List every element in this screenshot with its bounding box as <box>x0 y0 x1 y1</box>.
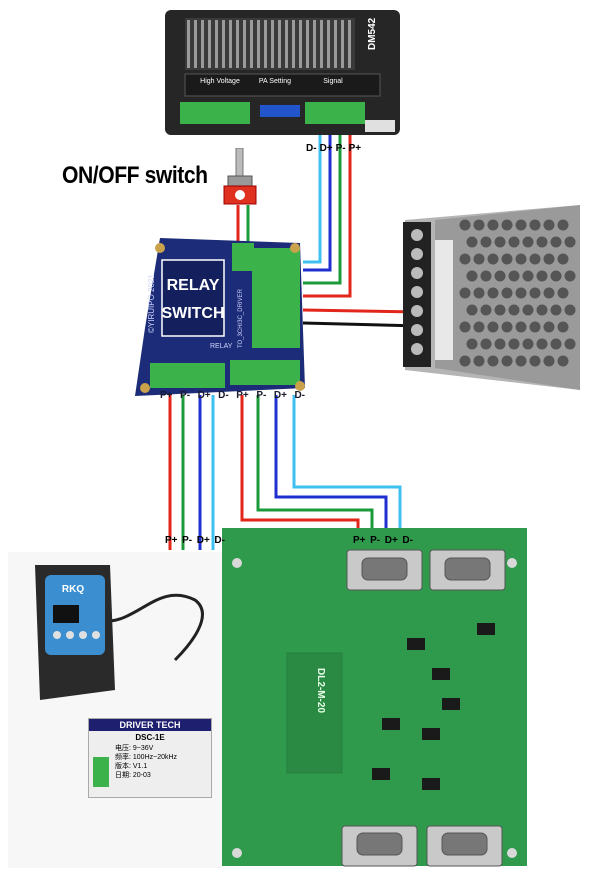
relay-lbl-pminus-2: P- <box>256 390 267 401</box>
relay-bottom-labels: P+ P- D+ D- P+ P- D+ D- <box>160 390 305 401</box>
driver-tech-terminal <box>93 757 109 787</box>
ctrl-lbl-pminus: P- <box>182 535 193 546</box>
ctrl-lbl-dminus: D- <box>214 535 225 546</box>
relay-lbl-dminus-1: D- <box>218 390 229 401</box>
stepper-driver: DM542 High Voltage PA Setting Signal <box>165 10 400 135</box>
power-wires <box>302 308 421 328</box>
toggle-switch[interactable] <box>218 148 268 210</box>
pcb-text: DL2-M-20 <box>315 668 326 713</box>
hv-terminal <box>180 102 250 124</box>
relay-title-box <box>161 259 225 337</box>
dip-switch <box>260 105 300 117</box>
db9-top-left <box>346 549 423 591</box>
pcb-input-labels: P+ P- D+ D- <box>353 535 413 546</box>
relay-bottom-text: RELAY <box>210 343 233 350</box>
signal-terminal <box>305 102 365 124</box>
psu-label <box>435 240 453 360</box>
driver-to-relay-wires <box>303 120 352 298</box>
driver-tech-line-date: 日期: 20-03 <box>115 772 151 779</box>
driver-label-pminus: P- <box>335 143 346 154</box>
driver-label-dplus: D+ <box>319 143 333 154</box>
heatsink <box>185 18 355 70</box>
wire-power-red <box>302 308 421 314</box>
power-supply <box>403 205 580 390</box>
relay-lbl-dplus-1: D+ <box>197 390 211 401</box>
pcb-lbl-dminus: D- <box>402 535 413 546</box>
relay-left-wires <box>168 395 215 550</box>
relay-title-2: SWITCH <box>161 305 224 322</box>
pcb-lbl-pminus: P- <box>370 535 381 546</box>
relay-lbl-pplus-2: P+ <box>236 390 249 401</box>
relay-lbl-dplus-2: D+ <box>273 390 287 401</box>
pcb-lbl-dplus: D+ <box>384 535 398 546</box>
switch-label: ON/OFF switch <box>62 162 208 189</box>
driver-tech-module: DRIVER TECH DSC-1E 电压: 9~36V 频率: 100Hz~2… <box>88 718 212 798</box>
hand-controller: RKQ <box>35 565 204 700</box>
wire-dminus <box>303 120 322 264</box>
relay-side-text: ©YIRUIPO 2021 <box>147 274 156 333</box>
ctrl-lbl-pplus: P+ <box>165 535 178 546</box>
section-signal: Signal <box>323 78 343 85</box>
relay-switch-board: RELAY SWITCH ©YIRUIPO 2021 RELAY TO_3CH/… <box>135 238 305 396</box>
db9-bottom-right <box>426 825 503 867</box>
relay-lbl-pplus-1: P+ <box>160 390 173 401</box>
controller-input-labels: P+ P- D+ D- <box>165 535 225 546</box>
relay-title-1: RELAY <box>167 277 220 294</box>
db9-top-right <box>429 549 506 591</box>
driver-label-pplus: P+ <box>348 143 362 154</box>
relay-bottom-left-connector <box>150 363 225 388</box>
interface-pcb: DL2-M-20 <box>222 528 527 867</box>
relay-lbl-pminus-1: P- <box>180 390 191 401</box>
wire-pplus <box>303 120 352 298</box>
driver-signal-labels: D- D+ P- P+ <box>306 143 386 154</box>
driver-model: DM542 <box>367 17 378 50</box>
pcb-lbl-pplus: P+ <box>353 535 366 546</box>
relay-bottom-right-connector <box>230 360 300 385</box>
driver-tech-line-voltage: 电压: 9~36V <box>115 745 154 752</box>
section-pa-setting: PA Setting <box>259 78 291 85</box>
section-high-voltage: High Voltage <box>200 78 240 85</box>
relay-right-connector <box>252 248 300 348</box>
ctrl-lbl-dplus: D+ <box>196 535 210 546</box>
driver-tech-model: DSC-1E <box>135 733 165 742</box>
wire-dplus <box>303 120 332 272</box>
switch-wires <box>236 205 250 245</box>
relay-driver-text: TO_3CH/3C_DRIVER <box>238 288 244 348</box>
wire-power-black <box>302 321 421 328</box>
wire-pminus <box>303 120 342 285</box>
driver-label-dminus: D- <box>306 143 317 154</box>
db9-bottom-left <box>341 825 418 867</box>
relay-lbl-dminus-2: D- <box>294 390 305 401</box>
driver-tech-line-version: 版本: V1.1 <box>115 763 148 770</box>
driver-tech-specs: 电压: 9~36V 频率: 100Hz~20kHz 版本: V1.1 日期: 2… <box>89 744 211 780</box>
controller-brand: RKQ <box>62 584 84 595</box>
driver-tech-line-frequency: 频率: 100Hz~20kHz <box>115 754 178 761</box>
driver-tech-title: DRIVER TECH <box>89 719 211 731</box>
relay-top-connector <box>232 243 254 271</box>
